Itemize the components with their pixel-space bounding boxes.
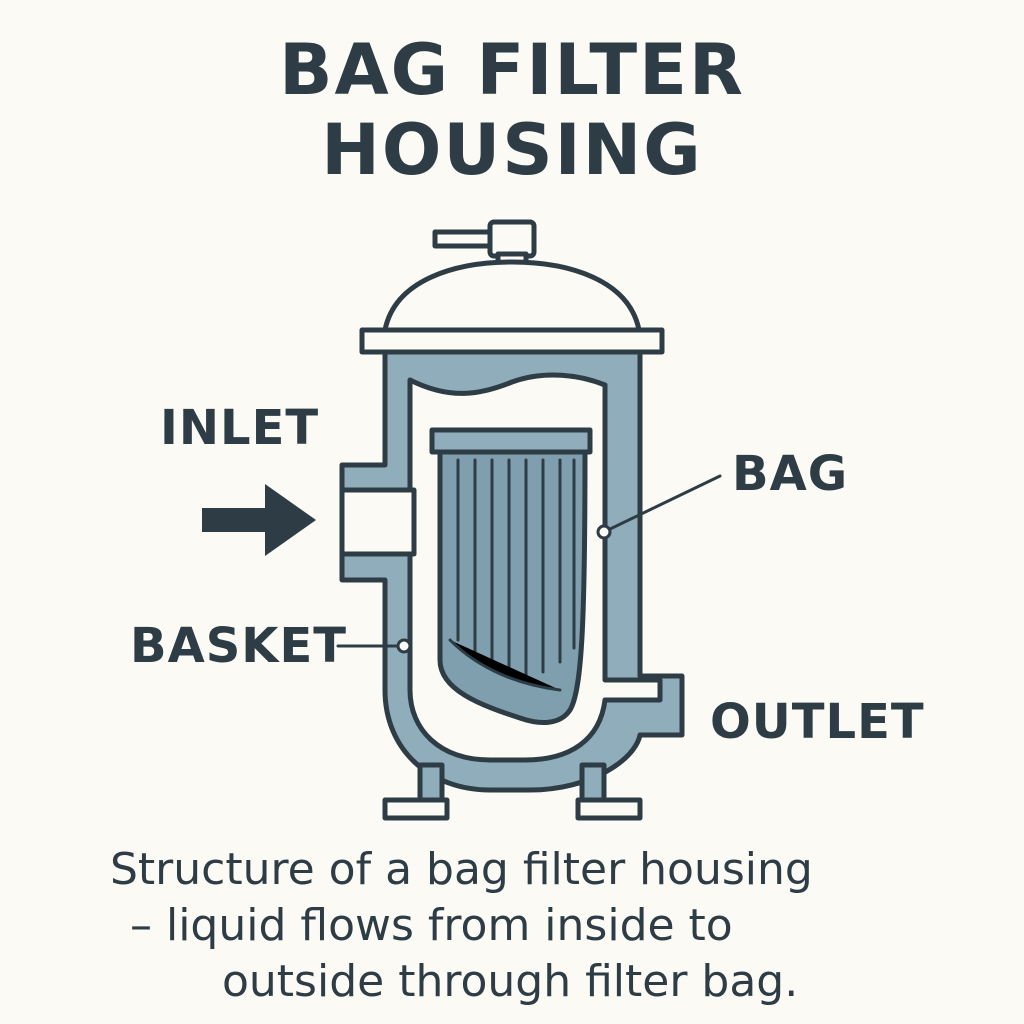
diagram-caption: Structure of a bag filter housing – liqu… bbox=[110, 842, 1010, 1010]
outlet-label: OUTLET bbox=[710, 694, 925, 750]
diagram-title: BAG FILTER HOUSING bbox=[0, 30, 1024, 190]
basket-label: BASKET bbox=[130, 618, 348, 674]
bag-leader-line bbox=[606, 474, 722, 532]
filter-bag bbox=[437, 449, 588, 725]
vent-valve bbox=[432, 219, 537, 269]
lid-dome bbox=[382, 259, 642, 333]
inlet-pipe bbox=[339, 487, 417, 557]
title-line-1: BAG FILTER bbox=[279, 29, 745, 111]
bag-pleats bbox=[448, 458, 576, 692]
inlet-arrow-icon bbox=[202, 484, 316, 556]
title-line-2: HOUSING bbox=[321, 109, 703, 191]
bag-label: BAG bbox=[732, 446, 849, 502]
bag-collar bbox=[429, 427, 593, 455]
support-legs bbox=[382, 762, 643, 821]
inlet-label: INLET bbox=[160, 400, 320, 456]
lid-flange bbox=[359, 327, 665, 355]
caption-line-1: Structure of a bag filter housing bbox=[110, 844, 813, 895]
caption-line-2: – liquid flows from inside to bbox=[130, 900, 733, 951]
caption-line-3: outside through filter bag. bbox=[222, 956, 799, 1007]
